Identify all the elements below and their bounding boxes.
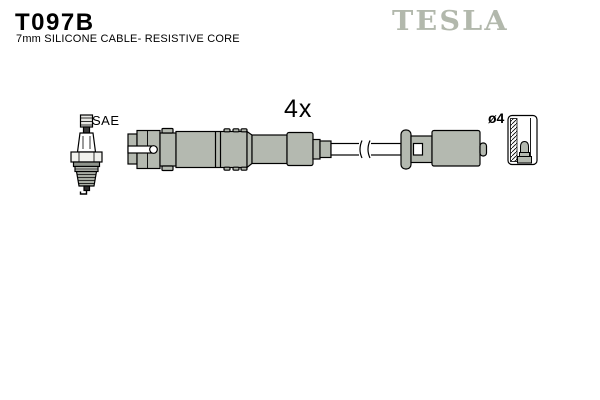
boot-terminal: [517, 140, 532, 164]
part-number: T097B: [15, 9, 95, 36]
quantity-label: 4x: [284, 95, 313, 123]
boot-diameter-label: ø4: [488, 110, 505, 126]
boot-cross-section-illustration: [507, 114, 538, 166]
ignition-cable-illustration: [127, 127, 488, 172]
spark-plug-illustration: [70, 114, 103, 195]
spark-plug-sae-label: SAE: [92, 113, 120, 128]
product-subtitle: 7mm SILICONE CABLE- RESISTIVE CORE: [16, 33, 240, 45]
tesla-brand-logo: TESLA: [392, 6, 509, 37]
